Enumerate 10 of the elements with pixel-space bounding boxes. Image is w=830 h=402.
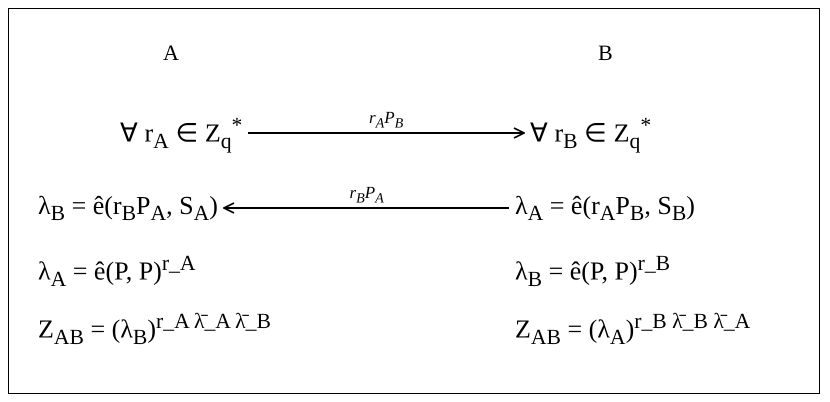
arrow [223,202,509,214]
formula-text: λ$_{A}$ = ê(P, P)$^{r_A}$ [38,250,196,292]
party-label: B [598,40,613,66]
formula-text: λ$_{A}$ = ê(r$_{A}$P$_{B}$, S$_{B}$) [515,190,695,226]
formula-text: Z$_{AB}$ = (λ$_{B}$)$^{r_A λ̄_A λ̄_B}$ [38,308,271,350]
party-label: A [163,40,179,66]
formula-text: λ$_{B}$ = ê(P, P)$^{r_B}$ [515,250,670,292]
formula-text: Z$_{AB}$ = (λ$_{A}$)$^{r_B λ̄_B λ̄_A}$ [515,308,750,350]
arrow [248,127,525,139]
formula-text: λ$_{B}$ = ê(r$_{B}$P$_{A}$, S$_{A}$) [38,190,218,226]
